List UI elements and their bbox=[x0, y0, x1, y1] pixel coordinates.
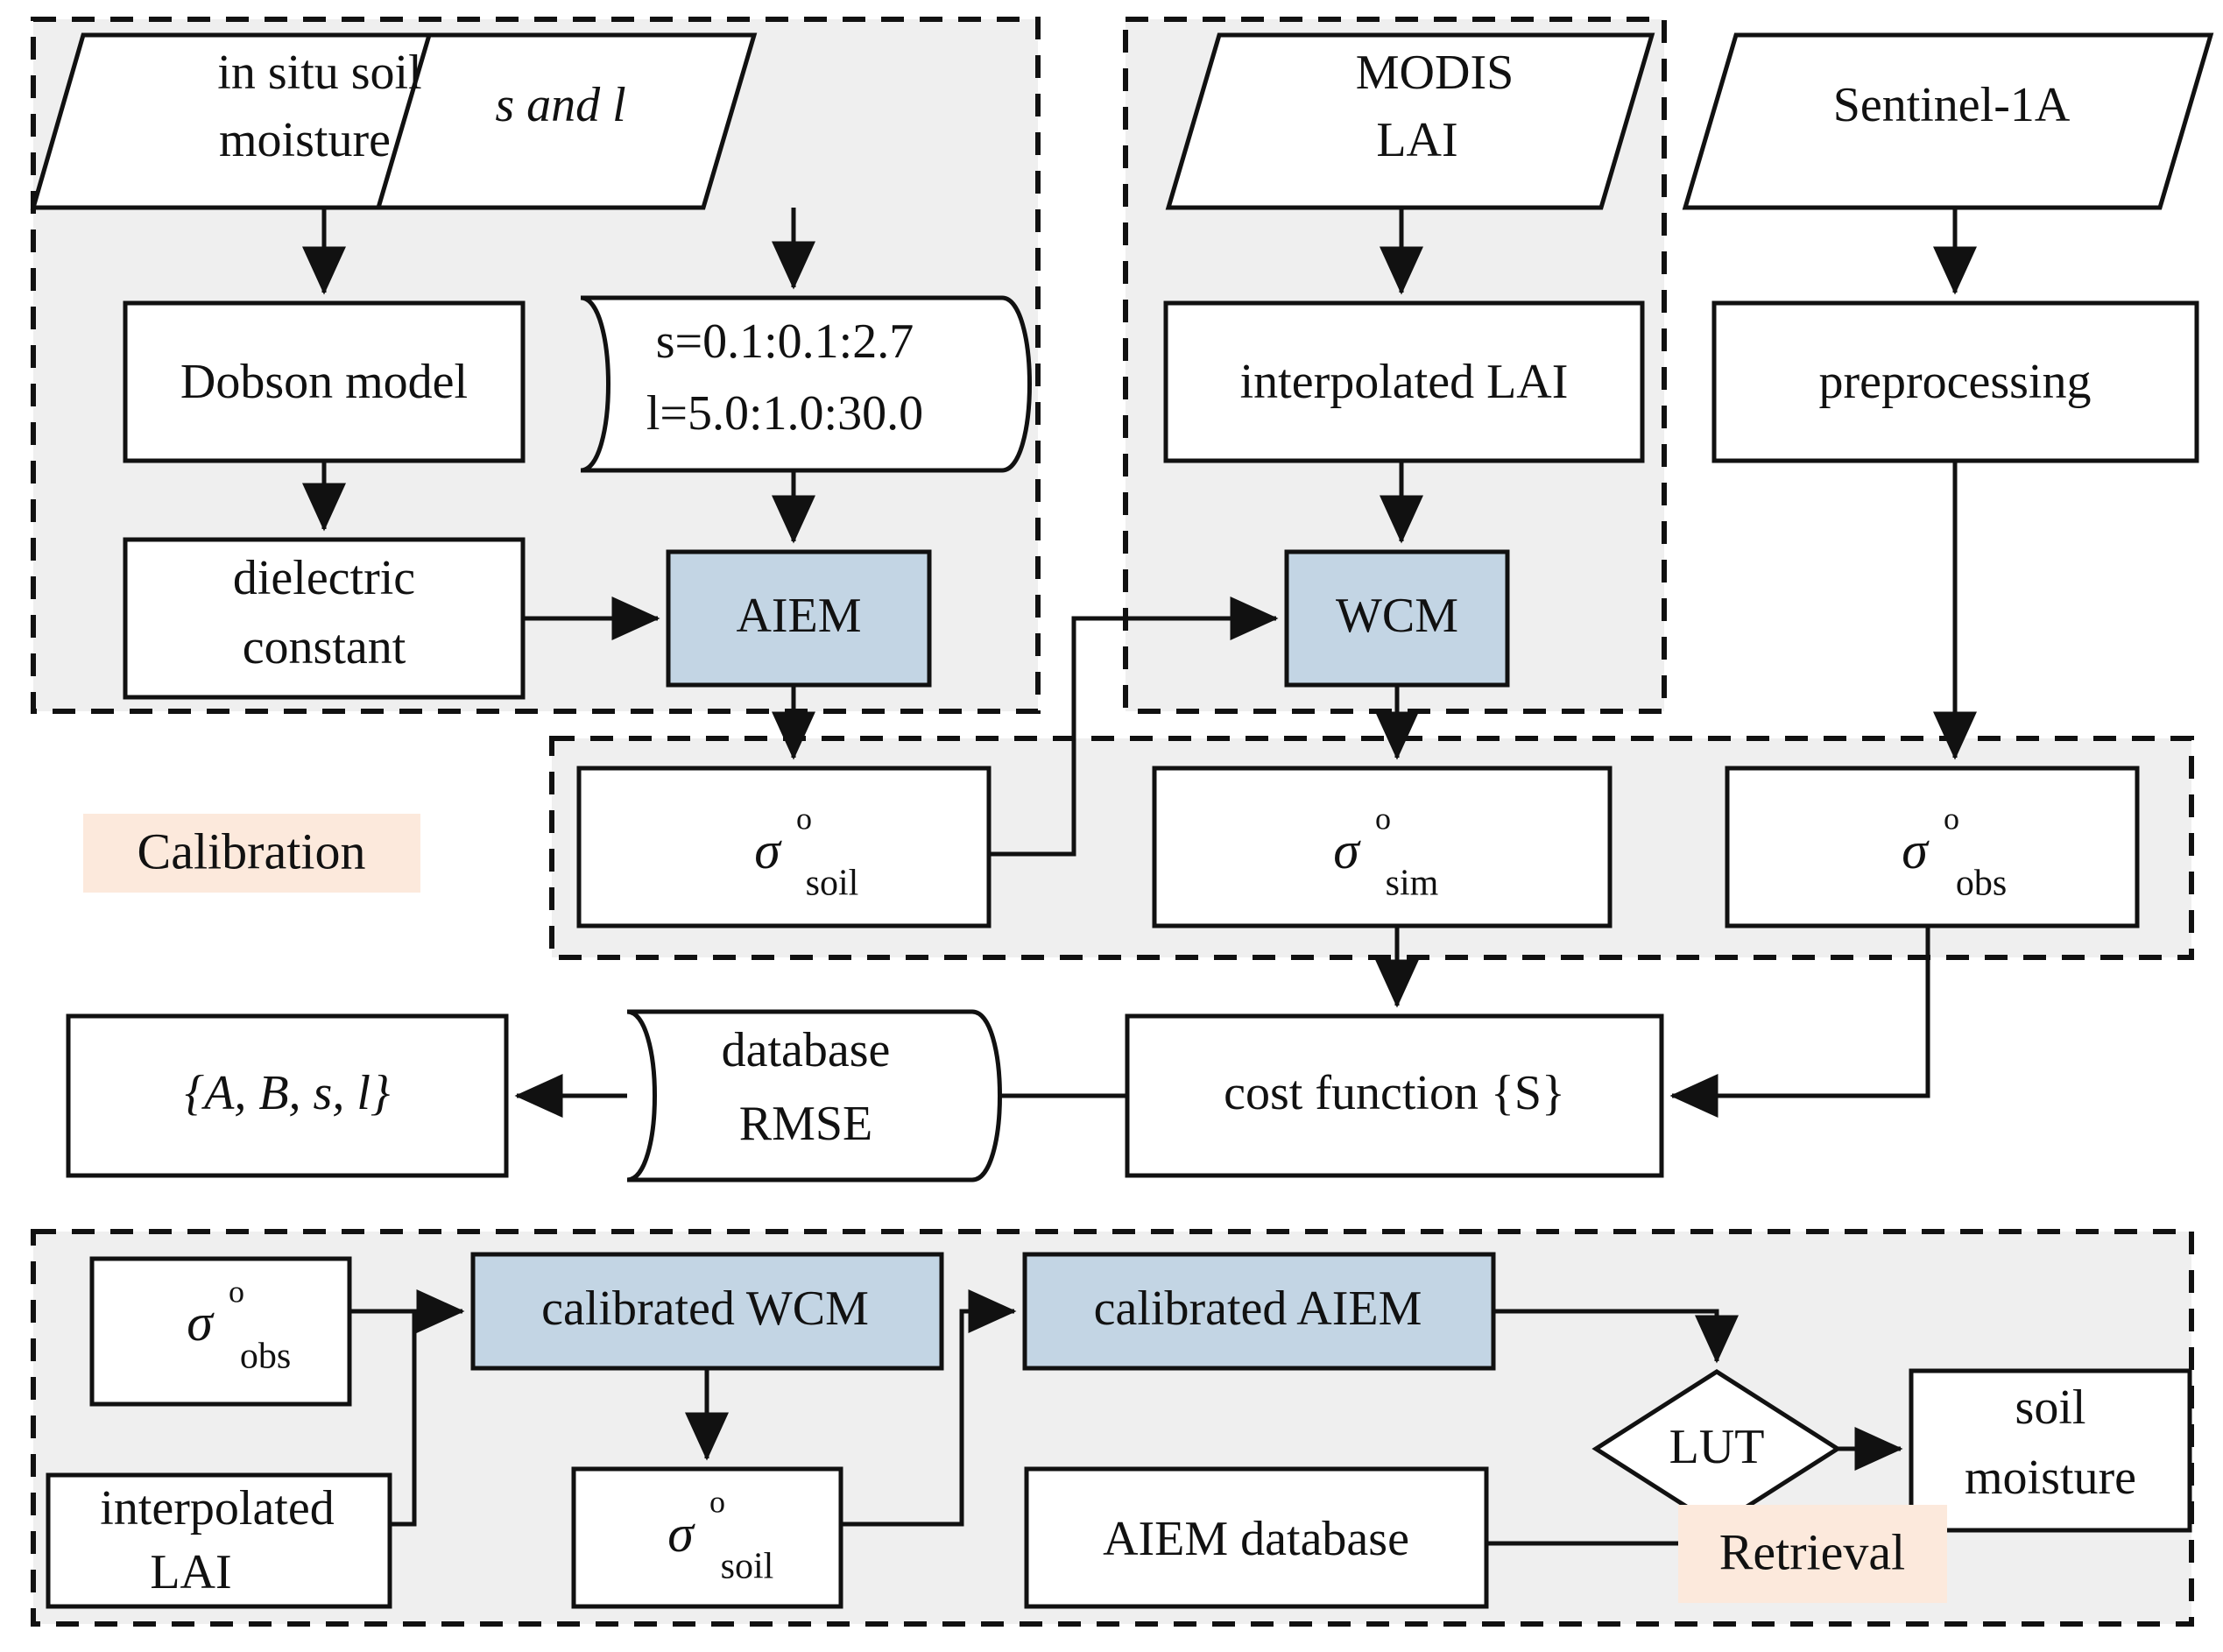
node-calibrated-aiem bbox=[1022, 1252, 1496, 1371]
edge-sigmaobs-cost bbox=[1669, 926, 1930, 1118]
label-interpolated-lai: interpolated LAI bbox=[1240, 355, 1569, 409]
svg-text:o: o bbox=[709, 1484, 725, 1519]
svg-text:σ: σ bbox=[754, 822, 782, 879]
svg-text:σ: σ bbox=[667, 1505, 695, 1563]
label-param-ranges-line2: l=5.0:1.0:30.0 bbox=[646, 386, 923, 441]
label-sigma-sim: σ o sim bbox=[1333, 801, 1438, 903]
node-wcm bbox=[1284, 549, 1510, 688]
label-in-situ-soil-moisture-line1: in situ soil bbox=[217, 46, 421, 100]
node-s-and-l bbox=[375, 32, 758, 210]
label-soil-moisture-line1: soil bbox=[2015, 1380, 2086, 1435]
svg-text:σ: σ bbox=[1333, 822, 1361, 879]
node-aiem-database bbox=[1024, 1466, 1489, 1609]
label-r-interpolated-lai-line1: interpolated bbox=[100, 1481, 334, 1536]
tag-calibration-bg bbox=[83, 814, 420, 893]
svg-text:σ: σ bbox=[1902, 822, 1930, 879]
label-aiem-database: AIEM database bbox=[1103, 1512, 1409, 1566]
node-cost-function bbox=[1125, 1013, 1664, 1178]
svg-text:o: o bbox=[1375, 801, 1391, 836]
label-calibrated-wcm: calibrated WCM bbox=[541, 1281, 869, 1336]
label-dielectric-constant-line1: dielectric bbox=[233, 551, 415, 605]
label-calibrated-aiem: calibrated AIEM bbox=[1094, 1281, 1422, 1336]
edge-rsigmasoil-calaiem bbox=[841, 1289, 1017, 1527]
svg-text:obs: obs bbox=[240, 1337, 291, 1377]
tag-retrieval-label: Retrieval bbox=[1719, 1523, 1906, 1580]
label-dielectric-constant-line2: constant bbox=[243, 620, 406, 674]
label-cost-function: cost function {S} bbox=[1224, 1066, 1565, 1120]
node-sigma-soil bbox=[576, 766, 992, 928]
node-modis-lai bbox=[1165, 32, 1655, 210]
node-r-sigma-obs bbox=[89, 1256, 352, 1407]
label-sigma-soil: σ o soil bbox=[754, 801, 858, 903]
label-param-ranges-line1: s=0.1:0.1:2.7 bbox=[656, 314, 914, 369]
node-dielectric-constant bbox=[123, 537, 526, 700]
svg-text:obs: obs bbox=[1956, 864, 2007, 904]
label-aiem: AIEM bbox=[736, 589, 861, 643]
node-preprocessing bbox=[1711, 300, 2199, 463]
label-r-sigma-soil: σ o soil bbox=[667, 1484, 773, 1586]
tag-calibration-label: Calibration bbox=[138, 822, 366, 879]
label-lut: LUT bbox=[1669, 1420, 1765, 1474]
label-preprocessing: preprocessing bbox=[1818, 355, 2091, 409]
tag-retrieval-bg bbox=[1678, 1505, 1947, 1603]
label-wcm: WCM bbox=[1336, 589, 1458, 643]
edge-calaiem-lut bbox=[1493, 1309, 1739, 1364]
label-database-rmse-line2: RMSE bbox=[739, 1097, 873, 1151]
edge-rinterplai-calwcm bbox=[390, 1311, 417, 1527]
node-calibrated-wcm bbox=[470, 1252, 944, 1371]
label-r-interpolated-lai-line2: LAI bbox=[150, 1545, 231, 1599]
label-soil-moisture-line2: moisture bbox=[1965, 1451, 2136, 1505]
node-param-ranges bbox=[580, 295, 1032, 473]
label-database-rmse-line1: database bbox=[722, 1023, 891, 1077]
svg-text:sim: sim bbox=[1386, 864, 1439, 904]
label-sentinel-1a: Sentinel-1A bbox=[1833, 78, 2071, 132]
node-aiem bbox=[666, 549, 932, 688]
node-database-rmse bbox=[626, 1009, 1002, 1183]
node-soil-moisture bbox=[1909, 1368, 2192, 1533]
label-in-situ-soil-moisture-line2: moisture bbox=[219, 113, 391, 167]
label-modis-lai-line1: MODIS bbox=[1356, 46, 1514, 100]
svg-text:o: o bbox=[796, 801, 812, 836]
svg-text:soil: soil bbox=[721, 1547, 774, 1587]
label-dobson-model: Dobson model bbox=[180, 355, 468, 409]
label-sigma-obs: σ o obs bbox=[1902, 801, 2007, 903]
node-sentinel-1a bbox=[1682, 32, 2214, 210]
svg-text:soil: soil bbox=[806, 864, 859, 904]
label-params-out: {A, B, s, l} bbox=[185, 1066, 391, 1120]
node-interpolated-lai bbox=[1163, 300, 1645, 463]
svg-text:o: o bbox=[229, 1274, 244, 1309]
edge-sigmasoil-wcm bbox=[989, 597, 1279, 857]
node-params-out bbox=[66, 1013, 509, 1178]
svg-text:σ: σ bbox=[187, 1294, 215, 1352]
svg-text:o: o bbox=[1944, 801, 1959, 836]
node-r-interpolated-lai bbox=[46, 1472, 392, 1609]
node-r-sigma-soil bbox=[571, 1466, 843, 1609]
label-modis-lai-line2: LAI bbox=[1376, 113, 1457, 167]
node-sigma-sim bbox=[1152, 766, 1613, 928]
label-s-and-l: s and l bbox=[495, 78, 625, 132]
label-r-sigma-obs: σ o obs bbox=[187, 1274, 291, 1376]
node-sigma-obs bbox=[1725, 766, 2140, 928]
